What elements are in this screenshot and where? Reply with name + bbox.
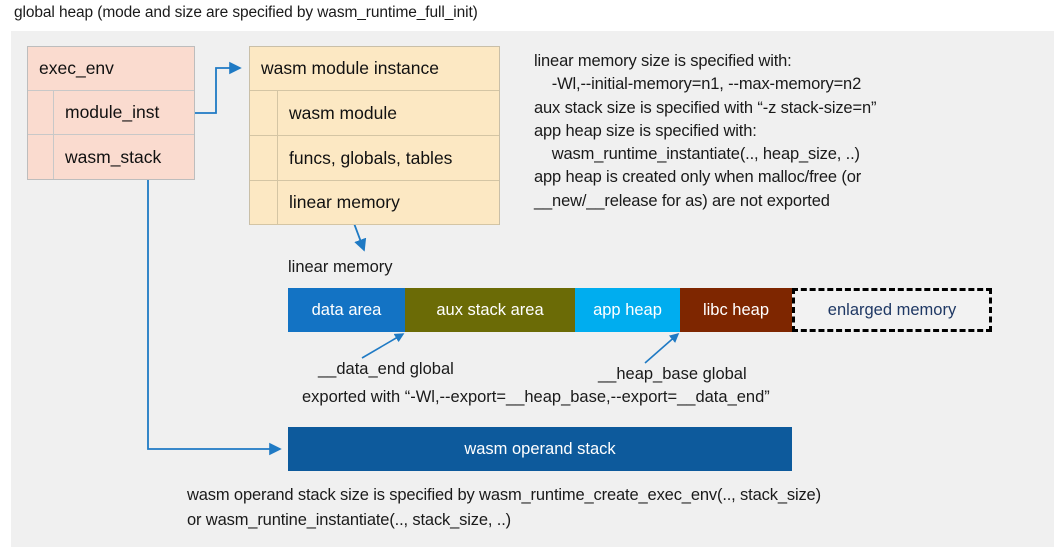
memory-segment-aux-stack-area-label: aux stack area [436,300,544,319]
exec-env-header-label: exec_env [39,58,114,78]
module-instance-header-label: wasm module instance [261,58,439,78]
module-instance-field-funcs-globals-tables-label: funcs, globals, tables [289,147,453,168]
memory-segment-data-area: data area [288,288,405,332]
exec-env-field-wasm-stack-label: wasm_stack [65,146,162,167]
memory-segment-app-heap-label: app heap [593,300,662,319]
module-instance-header: wasm module instance [250,47,499,91]
annotation-heap-base: __heap_base global [598,365,747,383]
linear-memory-info-text: linear memory size is specified with: -W… [534,52,877,210]
wasm-operand-stack-bar: wasm operand stack [288,427,792,471]
memory-segment-data-area-label: data area [311,300,382,319]
exec-env-header: exec_env [28,47,194,91]
wasm-operand-stack-label: wasm operand stack [464,439,616,458]
memory-segment-app-heap: app heap [575,288,680,332]
annotation-data-end: __data_end global [318,360,454,378]
module-instance-indent-3 [250,181,278,224]
exec-env-indent-2 [28,135,54,179]
module-instance-box: wasm module instance wasm module funcs, … [249,46,500,225]
memory-segment-libc-heap: libc heap [680,288,792,332]
memory-segment-enlarged-memory-label: enlarged memory [827,300,957,319]
page-title: global heap (mode and size are specified… [14,4,478,21]
module-instance-field-wasm-module: wasm module [250,91,499,136]
annotation-exported-with: exported with “-Wl,--export=__heap_base,… [302,388,770,406]
module-instance-field-wasm-module-label: wasm module [289,102,397,123]
module-instance-field-funcs-globals-tables: funcs, globals, tables [250,136,499,181]
memory-segment-libc-heap-label: libc heap [702,300,770,319]
linear-memory-bar-caption: linear memory [288,258,393,276]
exec-env-box: exec_env module_inst wasm_stack [27,46,195,180]
exec-env-field-module-inst: module_inst [28,91,194,135]
module-instance-field-linear-memory: linear memory [250,181,499,225]
memory-segment-aux-stack-area: aux stack area [405,288,575,332]
linear-memory-bar: data area aux stack area app heap libc h… [288,288,992,332]
module-instance-indent-1 [250,91,278,135]
operand-stack-caption: wasm operand stack size is specified by … [187,486,821,529]
exec-env-field-wasm-stack: wasm_stack [28,135,194,179]
memory-segment-enlarged-memory: enlarged memory [792,288,992,332]
module-instance-field-linear-memory-label: linear memory [289,192,400,212]
exec-env-indent-1 [28,91,54,134]
exec-env-field-module-inst-label: module_inst [65,102,160,122]
module-instance-indent-2 [250,136,278,180]
